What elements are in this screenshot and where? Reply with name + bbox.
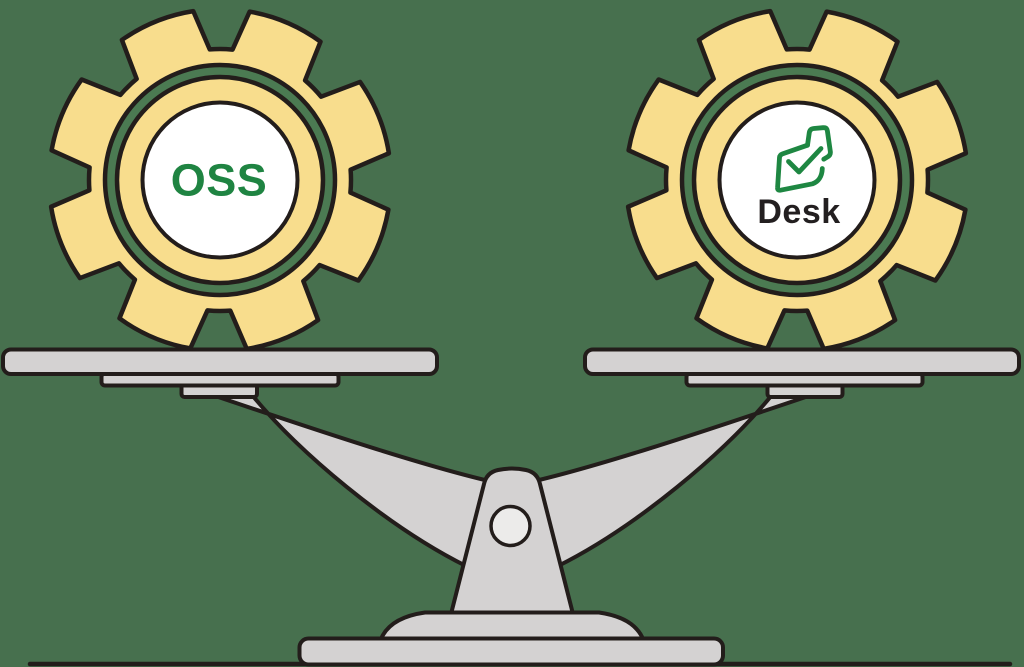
pivot-circle: [489, 504, 532, 548]
desk-gear-ring-inner-line: [691, 74, 903, 286]
balance-scale: [1, 347, 1021, 667]
oss-gear-ring-outer-line: [102, 62, 338, 298]
right-tray: [583, 347, 1021, 376]
desk-logo-check: [786, 146, 824, 175]
oss-gear-icon: OSS: [48, 8, 392, 352]
desk-logo-icon: [775, 125, 833, 193]
left-tray: [1, 347, 439, 376]
oss-label: OSS: [171, 155, 268, 206]
desk-gear-green-ring: [683, 66, 911, 294]
oss-gear-ring-inner-line: [114, 74, 326, 286]
oss-gear-green-ring: [106, 66, 334, 294]
oss-gear-hub: [140, 100, 300, 260]
base-dome: [379, 610, 645, 641]
desk-gear-ring-outer-line: [679, 62, 915, 298]
desk-logo-bubble: [775, 142, 825, 193]
desk-gear-icon: Desk: [625, 8, 969, 352]
base-bar: [297, 636, 725, 667]
desk-logo-fold: [805, 125, 833, 162]
desk-label: Desk: [757, 193, 840, 231]
desk-gear-hub: [717, 100, 877, 260]
